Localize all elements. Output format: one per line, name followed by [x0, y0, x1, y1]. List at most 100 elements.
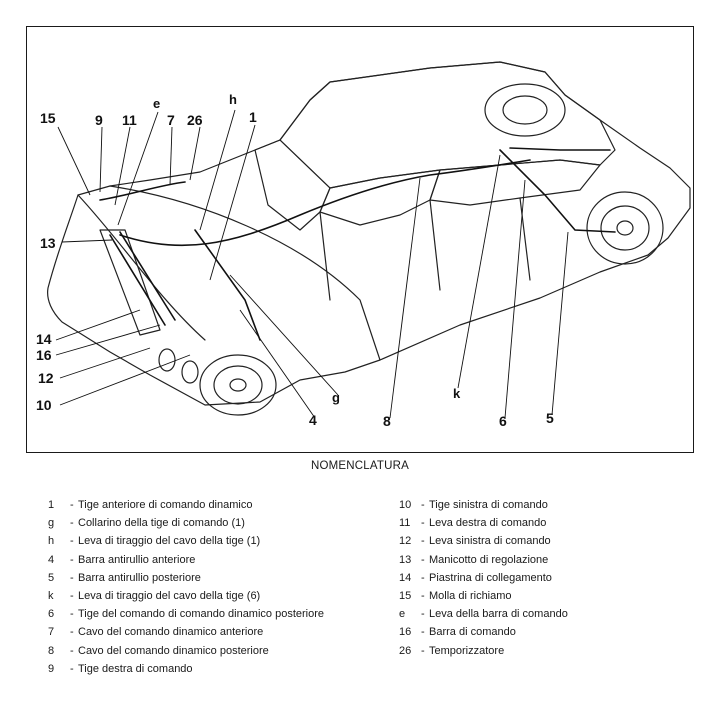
legend-item: 11-Leva destra di comando — [399, 517, 547, 530]
callout-4: 4 — [309, 412, 317, 428]
legend-key: k — [48, 589, 54, 602]
legend-key: 4 — [48, 553, 55, 566]
legend-key: 14 — [399, 571, 412, 584]
callout-26: 26 — [187, 112, 203, 128]
callout-k: k — [453, 386, 461, 401]
legend-item: 6-Tige del comando di comando dinamico p… — [48, 608, 325, 621]
rear-control-cable — [119, 159, 531, 247]
callout-7: 7 — [167, 112, 175, 128]
legend-key: 10 — [399, 499, 412, 511]
legend-text: Piastrina di collegamento — [429, 571, 552, 584]
legend-item: 16-Barra di comando — [399, 626, 516, 639]
legend-key: e — [399, 608, 406, 621]
rear-control-rod — [499, 149, 616, 233]
anti-roll-bar-front — [109, 231, 176, 326]
legend-text: Temporizzatore — [429, 644, 505, 657]
legend-text: Tige destra di comando — [78, 662, 193, 675]
legend-item: 26-Temporizzatore — [399, 644, 505, 657]
legend-text: Leva di tiraggio del cavo della tige (6) — [78, 589, 261, 602]
legend-item: 9-Tige destra di comando — [48, 662, 193, 675]
legend-column-left: 1-Tige anteriore di comando dinamico g-C… — [48, 499, 324, 681]
legend-item: 13-Manicotto di regolazione — [399, 553, 549, 566]
spare-wheel — [484, 83, 566, 137]
windshield — [254, 139, 331, 231]
legend-text: Leva della barra di comando — [429, 608, 568, 621]
callout-11: 11 — [122, 112, 137, 128]
legend-item: 10-Tige sinistra di comando — [399, 499, 548, 511]
legend-text: Barra antirullio posteriore — [78, 571, 201, 584]
legend-text: Tige anteriore di comando dinamico — [78, 499, 253, 511]
legend-item: k-Leva di tiraggio del cavo della tige (… — [48, 589, 261, 602]
legend-text: Leva sinistra di comando — [429, 535, 551, 548]
grille — [99, 229, 161, 336]
front-wheel — [199, 354, 277, 416]
callout-5: 5 — [546, 410, 554, 426]
legend-key: 12 — [399, 535, 412, 548]
legend-text: Manicotto di regolazione — [429, 553, 549, 566]
legend-item: 14-Piastrina di collegamento — [399, 571, 552, 584]
legend-item: 7-Cavo del comando dinamico anteriore — [48, 626, 264, 639]
legend-key: 26 — [399, 644, 412, 657]
legend-key: 9 — [48, 662, 55, 675]
legend-item: 15-Molla di richiamo — [399, 589, 512, 602]
legend-text: Molla di richiamo — [429, 589, 512, 602]
legend-key: 1 — [48, 499, 55, 511]
legend-column-right: 10-Tige sinistra di comando 11-Leva dest… — [399, 499, 568, 663]
legend-item: 1-Tige anteriore di comando dinamico — [48, 499, 253, 511]
legend-key: 11 — [399, 517, 411, 530]
callout-10: 10 — [36, 397, 52, 413]
legend-text: Tige sinistra di comando — [429, 499, 548, 511]
diagram-frame — [26, 26, 694, 453]
side-window-front — [319, 169, 441, 226]
callout-13: 13 — [40, 235, 56, 251]
legend-item: 4-Barra antirullio anteriore — [48, 553, 196, 566]
door-line — [319, 197, 531, 301]
belt-line — [109, 185, 381, 361]
callout-labels: 15 9 11 e 7 26 h 1 13 14 16 12 10 4 g 8 … — [36, 92, 554, 429]
legend-text: Tige del comando di comando dinamico pos… — [78, 608, 325, 621]
car-suspension-diagram: 15 9 11 e 7 26 h 1 13 14 16 12 10 4 g 8 … — [36, 61, 691, 429]
callout-16: 16 — [36, 347, 52, 363]
legend-key: h — [48, 535, 55, 548]
rear-wheel — [586, 191, 664, 265]
legend-item: e-Leva della barra di comando — [399, 608, 568, 621]
legend-text: Leva di tiraggio del cavo della tige (1) — [78, 535, 261, 548]
legend-text: Barra antirullio anteriore — [78, 553, 196, 566]
legend-text: Leva destra di comando — [429, 517, 547, 530]
legend-title: NOMENCLATURA — [310, 460, 410, 472]
legend-text: Collarino della tige di comando (1) — [78, 517, 245, 530]
legend-text: Barra di comando — [429, 626, 516, 639]
callout-6: 6 — [499, 413, 507, 429]
callout-12: 12 — [38, 370, 54, 386]
callout-14: 14 — [36, 331, 52, 347]
legend-key: g — [48, 517, 55, 530]
legend-key: 7 — [48, 626, 55, 639]
callout-15: 15 — [40, 110, 56, 126]
legend-key: 13 — [399, 553, 412, 566]
legend-item: 5-Barra antirullio posteriore — [48, 571, 201, 584]
legend-item: g-Collarino della tige di comando (1) — [48, 517, 245, 530]
legend-key: 16 — [399, 626, 412, 639]
headlight — [158, 348, 176, 372]
legend-key: 5 — [48, 571, 55, 584]
hood-line — [77, 194, 206, 341]
callout-8: 8 — [383, 413, 391, 429]
legend-text: Cavo del comando dinamico anteriore — [78, 626, 264, 639]
legend-item: 12-Leva sinistra di comando — [399, 535, 551, 548]
side-window-rear — [429, 159, 601, 206]
callout-g: g — [332, 390, 340, 405]
callout-e: e — [153, 96, 160, 111]
legend-item: 8-Cavo del comando dinamico posteriore — [48, 644, 269, 657]
legend-key: 15 — [399, 589, 412, 602]
callout-h: h — [229, 92, 237, 107]
callout-1: 1 — [249, 109, 257, 125]
front-control-rod — [194, 229, 261, 341]
car-body-outline — [47, 61, 691, 406]
legend-text: Cavo del comando dinamico posteriore — [78, 644, 269, 657]
legend-key: 8 — [48, 644, 55, 657]
legend-key: 6 — [48, 608, 55, 621]
front-control-cable — [99, 181, 186, 201]
callout-9: 9 — [95, 112, 103, 128]
legend-item: h-Leva di tiraggio del cavo della tige (… — [48, 535, 261, 548]
anti-roll-bar-rear — [509, 147, 611, 151]
